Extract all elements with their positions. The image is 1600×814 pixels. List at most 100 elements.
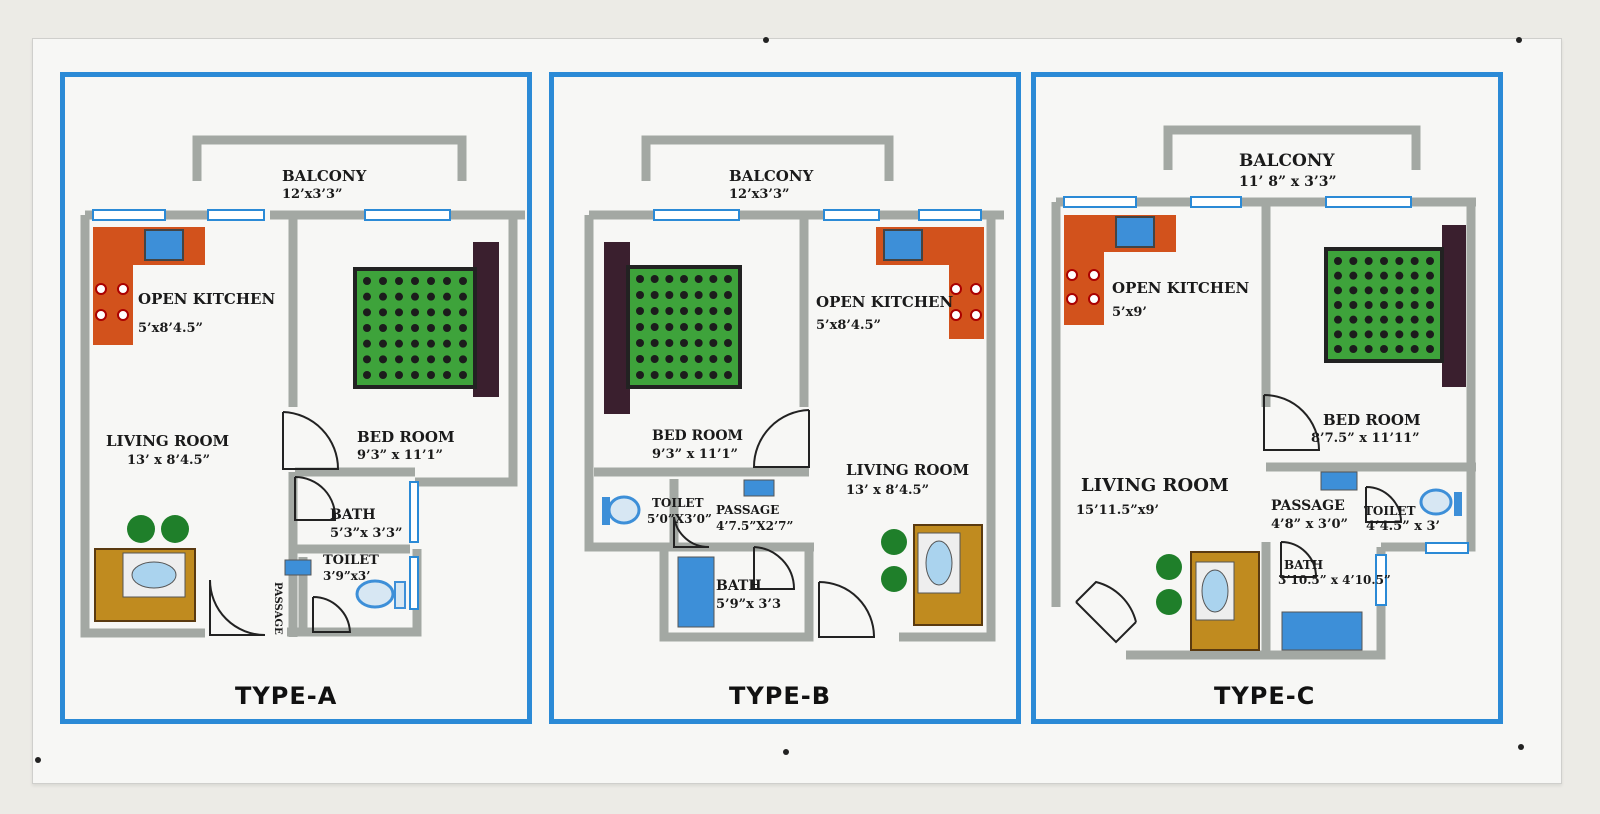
bed-pattern-dot xyxy=(680,339,688,347)
toilet-dim: 3’9”x3’ xyxy=(323,569,371,583)
bed-pattern-dot xyxy=(694,355,703,363)
bed-pattern-dot xyxy=(379,277,387,285)
living-room-label: LIVING ROOM xyxy=(846,461,970,479)
kitchen-label: OPEN KITCHEN xyxy=(816,293,954,311)
bed-pattern-dot xyxy=(1410,330,1419,339)
kitchen-counter xyxy=(876,227,984,339)
bed-pattern-dot xyxy=(395,339,403,348)
bedroom-dim: 8’7.5” x 11’11” xyxy=(1311,431,1420,446)
bed-pattern-dot xyxy=(363,339,371,348)
bed-pattern-dot xyxy=(443,277,451,285)
screw xyxy=(783,749,789,755)
bedroom-dim: 9’3” x 11’1” xyxy=(357,448,444,463)
passage-dim: 4’8” x 3’0” xyxy=(1271,517,1348,532)
bed-pattern-dot xyxy=(1426,271,1434,280)
passage-label: PASSAGE xyxy=(716,503,780,517)
bed-pattern-dot xyxy=(680,307,688,315)
bed-pattern-dot xyxy=(459,324,467,332)
bath-label: BATH xyxy=(1284,558,1324,572)
bed-pattern-dot xyxy=(1395,286,1404,295)
bed-pattern-dot xyxy=(427,324,435,332)
bed-pattern-dot xyxy=(694,291,703,299)
bed-pattern-dot xyxy=(363,371,371,379)
bed-pattern-dot xyxy=(636,371,644,379)
screw xyxy=(1516,37,1522,43)
plan-type-a: BALCONY 12’x3’3” OPEN KITCHEN 5’x8’4.5” … xyxy=(60,72,532,724)
bed-pattern-dot xyxy=(1334,330,1342,339)
bed-pattern-dot xyxy=(1334,286,1342,295)
bed-pattern-dot xyxy=(709,275,718,283)
bed-pattern-dot xyxy=(709,339,718,347)
bed-pattern-dot xyxy=(650,355,659,363)
bed-pattern-dot xyxy=(709,307,718,315)
bed-pattern-dot xyxy=(1395,315,1404,324)
bed-pattern-dot xyxy=(1349,286,1358,295)
bed-pattern-dot xyxy=(379,308,387,317)
bed-pattern-dot xyxy=(665,275,674,283)
bath-dim: 3’10.5” x 4’10.5” xyxy=(1278,573,1391,587)
balcony-label: BALCONY xyxy=(729,167,814,185)
bed xyxy=(353,242,499,397)
bedroom-dim: 9’3” x 11’1” xyxy=(652,447,739,462)
kitchen-counter xyxy=(1064,215,1176,325)
bed-pattern-dot xyxy=(1395,271,1404,280)
bed-pattern-dot xyxy=(459,308,467,317)
bedroom-label: BED ROOM xyxy=(1323,411,1421,429)
bed-pattern-dot xyxy=(665,291,674,299)
bed-pattern-dot xyxy=(724,355,732,363)
bed-pattern-dot xyxy=(1364,315,1373,324)
bed-pattern-dot xyxy=(395,308,403,317)
sofa xyxy=(881,524,983,626)
bed-pattern-dot xyxy=(1334,345,1342,353)
screw xyxy=(35,757,41,763)
bed-pattern-dot xyxy=(1364,286,1373,295)
plan-type-c-drawing xyxy=(1051,125,1476,660)
balcony-dim: 12’x3’3” xyxy=(282,187,343,202)
bed-pattern-dot xyxy=(427,371,435,379)
bed xyxy=(604,242,742,414)
bed-pattern-dot xyxy=(1426,330,1434,339)
bed-pattern-dot xyxy=(1364,257,1373,265)
toilet-dim: 5’0”X3’0” xyxy=(647,512,712,526)
passage-label: PASSAGE xyxy=(272,582,283,635)
bed-pattern-dot xyxy=(650,275,659,283)
bed-pattern-dot xyxy=(395,324,403,332)
bed-pattern-dot xyxy=(443,324,451,332)
bed-pattern-dot xyxy=(459,371,467,379)
screw xyxy=(763,37,769,43)
toilet-label: TOILET xyxy=(1364,504,1416,518)
bed-pattern-dot xyxy=(1349,330,1358,339)
bed-pattern-dot xyxy=(1426,257,1434,265)
bed-pattern-dot xyxy=(636,275,644,283)
bed-pattern-dot xyxy=(680,323,688,331)
kitchen-dim: 5’x9’ xyxy=(1112,305,1147,320)
bed-pattern-dot xyxy=(1410,257,1419,265)
kitchen-dim: 5’x8’4.5” xyxy=(816,318,881,333)
bed-pattern-dot xyxy=(411,292,419,301)
kitchen-label: OPEN KITCHEN xyxy=(138,290,276,308)
bed-pattern-dot xyxy=(459,277,467,285)
bed-pattern-dot xyxy=(443,339,451,348)
bed-pattern-dot xyxy=(724,275,732,283)
bedroom-label: BED ROOM xyxy=(652,428,744,444)
balcony-label: BALCONY xyxy=(1239,151,1335,171)
bed-pattern-dot xyxy=(443,308,451,317)
bed-pattern-dot xyxy=(650,323,659,331)
living-room-dim: 13’ x 8’4.5” xyxy=(127,453,211,468)
bed-pattern-dot xyxy=(680,371,688,379)
bed-pattern-dot xyxy=(459,292,467,301)
bed-pattern-dot xyxy=(1334,301,1342,309)
bed-pattern-dot xyxy=(443,292,451,301)
living-room-label: LIVING ROOM xyxy=(1081,475,1229,496)
bed-pattern-dot xyxy=(1349,301,1358,309)
bed-pattern-dot xyxy=(1349,257,1358,265)
bed-pattern-dot xyxy=(363,308,371,317)
bed-pattern-dot xyxy=(724,307,732,315)
bed-pattern-dot xyxy=(427,355,435,364)
bed-pattern-dot xyxy=(1334,257,1342,265)
bed-pattern-dot xyxy=(665,355,674,363)
bed-pattern-dot xyxy=(1364,301,1373,309)
passage-dim: 4’7.5”X2’7” xyxy=(716,519,794,533)
bed-pattern-dot xyxy=(709,291,718,299)
sofa xyxy=(94,515,196,622)
